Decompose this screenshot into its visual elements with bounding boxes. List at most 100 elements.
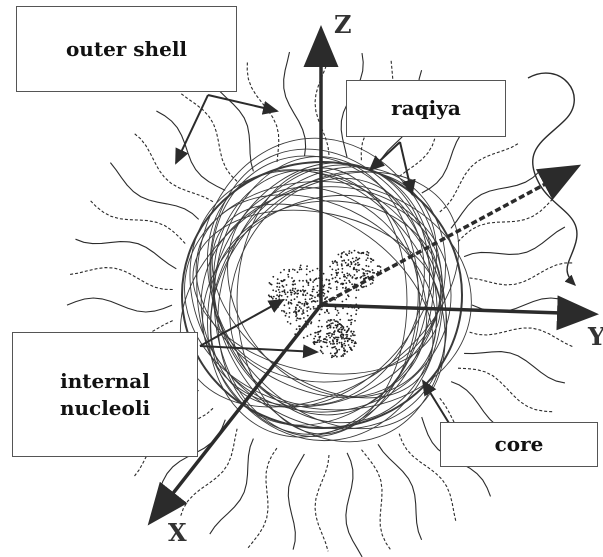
- stipple-dot: [344, 340, 346, 342]
- stipple-dot: [290, 292, 292, 294]
- stipple-dot: [321, 309, 323, 311]
- stipple-dot: [354, 341, 356, 343]
- stipple-dot: [313, 286, 315, 288]
- stipple-dot: [303, 317, 305, 319]
- stipple-dot: [336, 261, 338, 263]
- stipple-dot: [317, 341, 319, 343]
- stipple-dot: [326, 336, 328, 338]
- outer-shell-arrow-2: [208, 95, 277, 111]
- stipple-dot: [336, 325, 338, 327]
- stipple-dot: [289, 307, 291, 309]
- filament: [315, 455, 329, 551]
- stipple-dot: [277, 306, 279, 308]
- stipple-dot: [283, 269, 285, 271]
- stipple-dot: [322, 353, 324, 355]
- stipple-dot: [348, 273, 350, 275]
- stipple-dot: [300, 265, 302, 267]
- stipple-dot: [301, 313, 303, 315]
- stipple-dot: [299, 269, 301, 271]
- stipple-dot: [370, 258, 372, 260]
- stipple-dot: [336, 356, 338, 358]
- stipple-dot: [295, 315, 297, 317]
- stipple-dot: [334, 338, 336, 340]
- stipple-dot: [336, 286, 338, 288]
- stipple-dot: [288, 276, 290, 278]
- stipple-dot: [318, 326, 320, 328]
- core-text: core: [495, 431, 544, 458]
- stipple-dot: [354, 250, 356, 252]
- stipple-dot: [336, 314, 338, 316]
- stipple-dot: [349, 266, 351, 268]
- stipple-dot: [310, 323, 312, 325]
- stipple-dot: [295, 307, 297, 309]
- stipple-dot: [340, 327, 342, 329]
- stipple-dot: [306, 268, 308, 270]
- stipple-dot: [323, 284, 325, 286]
- filament: [378, 444, 422, 540]
- stipple-dot: [330, 353, 332, 355]
- stipple-dot: [347, 313, 349, 315]
- stipple-dot: [356, 271, 358, 273]
- stipple-dot: [365, 265, 367, 267]
- stipple-dot: [333, 347, 335, 349]
- stipple-dot: [310, 334, 312, 336]
- stipple-dot: [355, 297, 357, 299]
- stipple-dot: [323, 289, 325, 291]
- filament: [134, 133, 213, 202]
- stipple-dot: [311, 301, 313, 303]
- stipple-dot: [311, 298, 313, 300]
- stipple-dot: [291, 277, 293, 279]
- stipple-dot: [306, 292, 308, 294]
- stipple-dot: [277, 278, 279, 280]
- stipple-dot: [323, 295, 325, 297]
- stipple-dot: [317, 340, 319, 342]
- stipple-dot: [307, 282, 309, 284]
- stipple-dot: [345, 298, 347, 300]
- stipple-dot: [278, 298, 280, 300]
- stipple-dot: [287, 296, 289, 298]
- stipple-dot: [296, 290, 298, 292]
- stipple-dot: [302, 280, 304, 282]
- outer-shell-label: outer shell: [16, 6, 237, 92]
- stipple-dot: [320, 330, 322, 332]
- stipple-dot: [366, 251, 368, 253]
- stipple-dot: [323, 338, 325, 340]
- stipple-dot: [278, 296, 280, 298]
- stipple-dot: [342, 354, 344, 356]
- stipple-dot: [353, 268, 355, 270]
- stipple-dot: [337, 329, 339, 331]
- stipple-dot: [279, 286, 281, 288]
- stipple-dot: [329, 341, 331, 343]
- stipple-dot: [318, 320, 320, 322]
- stipple-dot: [298, 301, 300, 303]
- stipple-dot: [268, 294, 270, 296]
- stipple-dot: [276, 286, 278, 288]
- stipple-dot: [332, 262, 334, 264]
- stipple-dot: [302, 311, 304, 313]
- stipple-dot: [342, 329, 344, 331]
- stipple-dot: [360, 277, 362, 279]
- stipple-dot: [313, 279, 315, 281]
- stipple-dot: [356, 277, 358, 279]
- stipple-dot: [332, 278, 334, 280]
- stipple-dot: [326, 279, 328, 281]
- stipple-dot: [293, 291, 295, 293]
- stipple-dot: [276, 294, 278, 296]
- stipple-dot: [339, 278, 341, 280]
- stipple-dot: [312, 291, 314, 293]
- stipple-dot: [339, 323, 341, 325]
- stipple-dot: [295, 308, 297, 310]
- stipple-dot: [363, 278, 365, 280]
- stipple-dot: [301, 268, 303, 270]
- stipple-dot: [300, 318, 302, 320]
- stipple-dot: [331, 333, 333, 335]
- stipple-dot: [335, 308, 337, 310]
- stipple-dot: [292, 269, 294, 271]
- stipple-dot: [328, 279, 330, 281]
- stipple-dot: [355, 278, 357, 280]
- stipple-dot: [340, 336, 342, 338]
- stipple-dot: [298, 310, 300, 312]
- stipple-dot: [313, 289, 315, 291]
- stipple-dot: [329, 327, 331, 329]
- stipple-dot: [346, 331, 348, 333]
